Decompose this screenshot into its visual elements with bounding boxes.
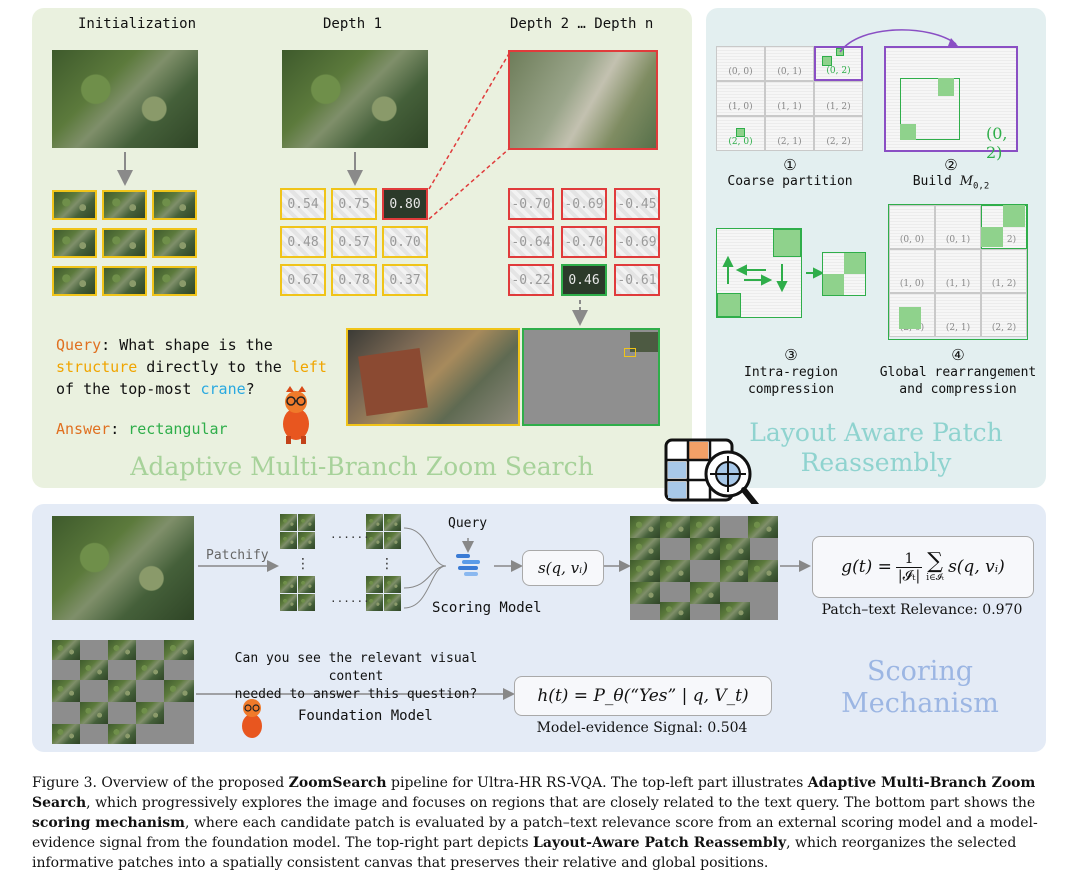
selected-patch — [52, 640, 80, 660]
selected-patch — [108, 640, 136, 660]
selected-patch — [720, 560, 750, 582]
scoring-title-2: Mechanism — [841, 688, 999, 719]
foundation-model-label: Foundation Model — [298, 708, 433, 724]
scoring-title: Scoring Mechanism — [800, 656, 1040, 720]
selected-patch — [80, 660, 108, 680]
selected-patch — [630, 582, 660, 604]
selected-patch — [108, 724, 136, 744]
patch-thumb — [384, 514, 401, 531]
g-frac-bottom: |𝓘ₜ| — [896, 567, 922, 584]
selected-patch — [690, 516, 720, 538]
selected-patch — [136, 660, 164, 680]
g-sum-sub: i∈𝓘ₜ — [926, 573, 944, 583]
caption-part-3: , which progressively explores the image… — [86, 795, 1035, 811]
figure-caption: Figure 3. Overview of the proposed ZoomS… — [32, 773, 1048, 873]
patch-thumb — [298, 594, 315, 611]
patch-thumb — [384, 576, 401, 593]
score-function-box: s(q, vᵢ) — [522, 550, 604, 586]
selected-patch — [630, 516, 660, 538]
selected-patch — [136, 702, 164, 724]
question-line-1: Can you see the relevant visual content — [235, 651, 478, 684]
g-sum: ∑ — [927, 551, 943, 573]
dots-top: ...... — [330, 528, 370, 541]
patch-thumb — [366, 576, 383, 593]
patch-thumb — [280, 532, 297, 549]
selected-patch — [660, 602, 690, 620]
selected-patch — [80, 702, 108, 724]
caption-part-1: Figure 3. Overview of the proposed — [32, 775, 289, 791]
selected-patch — [660, 560, 690, 582]
caption-bold-1: ZoomSearch — [289, 775, 387, 791]
caption-part-2: pipeline for Ultra-HR RS-VQA. The top-le… — [387, 775, 808, 791]
g-rhs: s(q, vᵢ) — [948, 557, 1005, 577]
selected-patch — [164, 640, 194, 660]
selected-patch — [660, 516, 690, 538]
selected-patch — [108, 680, 136, 702]
scoring-title-1: Scoring — [867, 656, 973, 687]
selected-patch — [748, 516, 778, 538]
h-formula-box: h(t) = P_θ(“Yes” | q, V_t) — [514, 676, 772, 716]
model-evidence-signal: Model-evidence Signal: 0.504 — [514, 720, 770, 736]
selected-patch — [690, 582, 720, 604]
selected-patch — [630, 538, 660, 560]
scoring-model-icon — [454, 552, 484, 580]
selected-patch — [720, 538, 750, 560]
foundation-input-canvas — [52, 640, 194, 744]
patch-thumb — [280, 514, 297, 531]
g-lhs: g(t) = — [841, 557, 892, 577]
patch-text-relevance: Patch–text Relevance: 0.970 — [812, 602, 1032, 618]
patch-thumb — [298, 514, 315, 531]
foundation-mascot-icon — [234, 696, 270, 740]
vdots-left: ⋮ — [296, 556, 310, 572]
selected-patch — [630, 560, 660, 582]
patch-thumb — [280, 594, 297, 611]
patch-thumb — [384, 594, 401, 611]
vdots-right: ⋮ — [380, 556, 394, 572]
g-frac-top: 1 — [905, 551, 914, 567]
selected-patch — [748, 560, 778, 582]
selected-patch — [720, 602, 750, 620]
question-line-2: needed to answer this question? — [235, 687, 478, 702]
patch-thumb — [298, 532, 315, 549]
caption-bold-3: scoring mechanism — [32, 815, 185, 831]
dots-bottom: ...... — [330, 592, 370, 605]
selected-patch — [52, 680, 80, 702]
g-formula-box: g(t) = 1 |𝓘ₜ| ∑ i∈𝓘ₜ s(q, vᵢ) — [812, 536, 1034, 598]
query-label: Query — [448, 516, 487, 531]
scoring-model-label: Scoring Model — [432, 600, 542, 616]
patch-thumb — [384, 532, 401, 549]
selected-patch — [164, 680, 194, 702]
patch-thumb — [298, 576, 315, 593]
selected-patches-canvas — [630, 516, 778, 620]
patchify-label: Patchify — [206, 548, 269, 563]
selected-patch — [690, 538, 720, 560]
selected-patch — [52, 724, 80, 744]
patch-thumb — [280, 576, 297, 593]
caption-bold-4: Layout-Aware Patch Reassembly — [533, 835, 786, 851]
